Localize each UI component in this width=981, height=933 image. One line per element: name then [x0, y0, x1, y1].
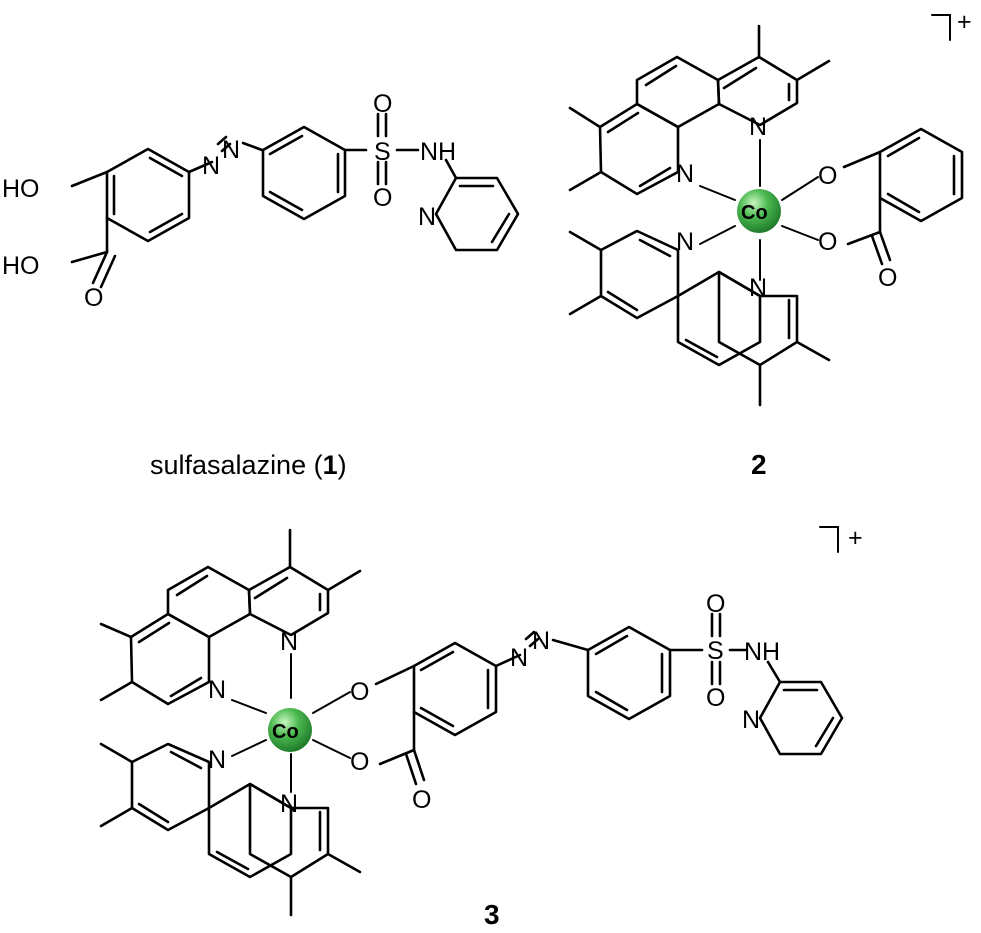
atom-n-upper-right: N — [280, 628, 298, 656]
compound-3-complex: + — [99, 524, 863, 917]
salicylate-ring — [878, 127, 964, 223]
phen-lower-left-ring — [599, 229, 680, 320]
atom-o-carboxylate: O — [350, 748, 369, 776]
charge-bracket — [819, 526, 839, 553]
phen-upper-middle-ring — [166, 565, 252, 639]
phen-upper-left-ring — [598, 102, 680, 196]
salicylate-ring — [412, 641, 498, 737]
atom-n-upper-left: N — [676, 160, 694, 188]
atom-n-lower-right: N — [749, 274, 767, 302]
phen-lower-left-ring — [130, 742, 211, 832]
atom-hydroxyl: HO — [2, 175, 40, 203]
charge-bracket — [931, 14, 951, 41]
salicylic-ring — [105, 147, 191, 243]
atom-azo-n2: N — [222, 136, 240, 164]
compound-2-label: 2 — [751, 449, 767, 480]
pyridine-ring — [758, 680, 844, 756]
compound-3-label: 3 — [484, 899, 500, 930]
atom-pyridine-n: N — [742, 706, 760, 734]
cobalt-center — [268, 708, 312, 752]
atom-sulfur: S — [374, 138, 391, 166]
benzene-ring — [261, 125, 347, 221]
atom-n-lower-left: N — [208, 746, 226, 774]
cobalt-center — [737, 189, 781, 233]
phen-upper-left-ring — [129, 612, 211, 706]
atom-carbonyl-o: O — [84, 284, 103, 312]
atom-n-lower-left: N — [676, 228, 694, 256]
compound-1-sulfasalazine: HO HO O N N S O O NH N — [2, 90, 520, 312]
phen-upper-right-ring — [247, 565, 330, 637]
atom-o-carboxylate: O — [818, 228, 837, 256]
pyridine-ring — [434, 176, 520, 252]
atom-sulfonyl-o-bottom: O — [706, 684, 725, 712]
cobalt-label: Co — [741, 202, 768, 224]
atom-azo-n2: N — [532, 627, 550, 655]
atom-azo-n1: N — [202, 152, 220, 180]
cobalt-label: Co — [272, 721, 299, 743]
atom-o-phenoxide: O — [818, 162, 837, 190]
atom-o-carbonyl: O — [412, 786, 431, 814]
atom-n-upper-left: N — [208, 676, 226, 704]
atom-sulfonyl-o-top: O — [706, 590, 725, 618]
atom-azo-n1: N — [510, 644, 528, 672]
atom-sulfonyl-o-bottom: O — [373, 184, 392, 212]
atom-carboxyl-oh: HO — [2, 252, 40, 280]
atom-sulfur: S — [707, 637, 724, 665]
atom-o-phenoxide: O — [350, 678, 369, 706]
compound-2-complex: + — [568, 8, 972, 407]
compound-1-caption: sulfasalazine (1) — [150, 450, 347, 480]
atom-pyridine-n: N — [418, 203, 436, 231]
benzene-ring — [586, 625, 672, 721]
atom-sulfonyl-o-top: O — [373, 90, 392, 118]
atom-o-carbonyl: O — [878, 264, 897, 292]
charge-sign: + — [848, 524, 863, 552]
atom-n-upper-right: N — [749, 113, 767, 141]
phen-upper-middle-ring — [635, 55, 721, 129]
atom-nh: NH — [420, 138, 456, 166]
charge-sign: + — [957, 8, 972, 36]
atom-nh: NH — [744, 638, 780, 666]
atom-n-lower-right: N — [280, 790, 298, 818]
